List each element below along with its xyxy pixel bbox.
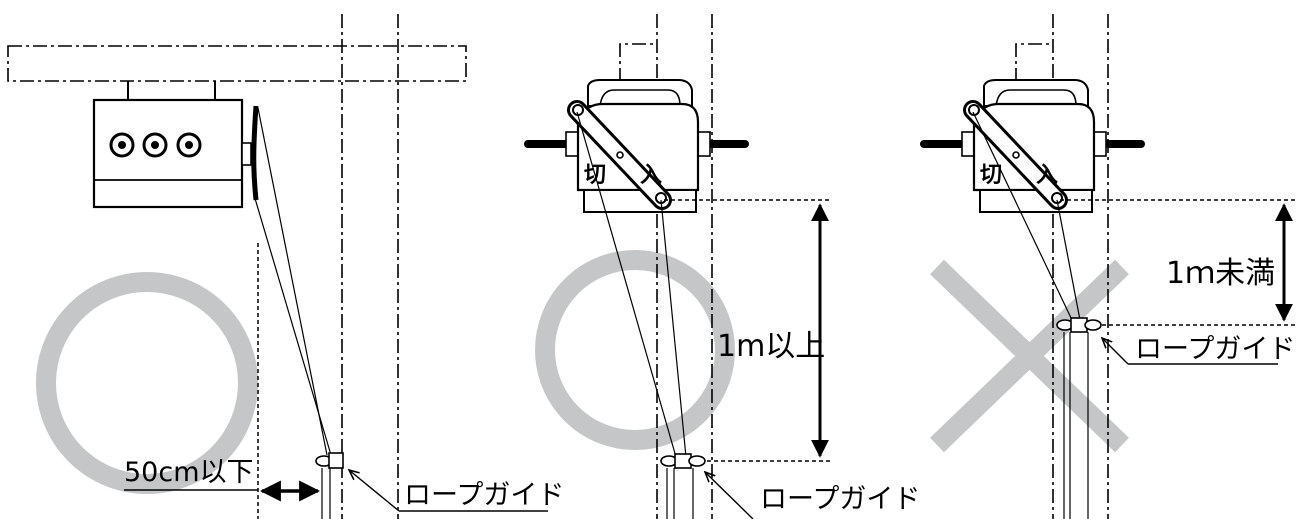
panel-2-ok-example: 切 入 1m以上 ロープガイド bbox=[524, 14, 920, 519]
pull-cord-switch-body: 切 入 bbox=[920, 79, 1145, 213]
ng-cross-mark bbox=[930, 259, 1129, 453]
dimension-label-50cm: 50cm以下 bbox=[124, 457, 254, 488]
rope-guide-icon bbox=[315, 452, 344, 469]
panel-1-ok-example: 50cm以下 ロープガイド bbox=[7, 14, 564, 519]
rope-guide-icon bbox=[1056, 317, 1102, 333]
ceiling-beam bbox=[7, 45, 467, 82]
dimension-label-1m-over: 1m以上 bbox=[717, 329, 825, 364]
switch-off-label: 切 bbox=[980, 163, 1002, 188]
pull-cord-switch-box bbox=[92, 98, 259, 209]
dimension-label-1m-under: 1ｍ未満 bbox=[1166, 256, 1275, 291]
switch-on-label: 入 bbox=[640, 163, 662, 188]
switch-on-label: 入 bbox=[1036, 163, 1058, 188]
pull-cord-switch-body: 切 入 bbox=[524, 79, 749, 213]
ok-circle-mark-1 bbox=[36, 272, 258, 494]
rope-guide-label-3: ロープガイド bbox=[1135, 334, 1295, 365]
rope-guide-label-1: ロープガイド bbox=[404, 480, 564, 511]
rope-guide-label-2: ロープガイド bbox=[760, 484, 920, 515]
rope-guide-icon bbox=[660, 453, 706, 469]
indicator-lamp-icon bbox=[109, 132, 202, 158]
panel-3-ng-example: 切 入 1ｍ未満 ロープガイド bbox=[920, 14, 1295, 519]
ok-circle-mark-2 bbox=[535, 250, 735, 450]
